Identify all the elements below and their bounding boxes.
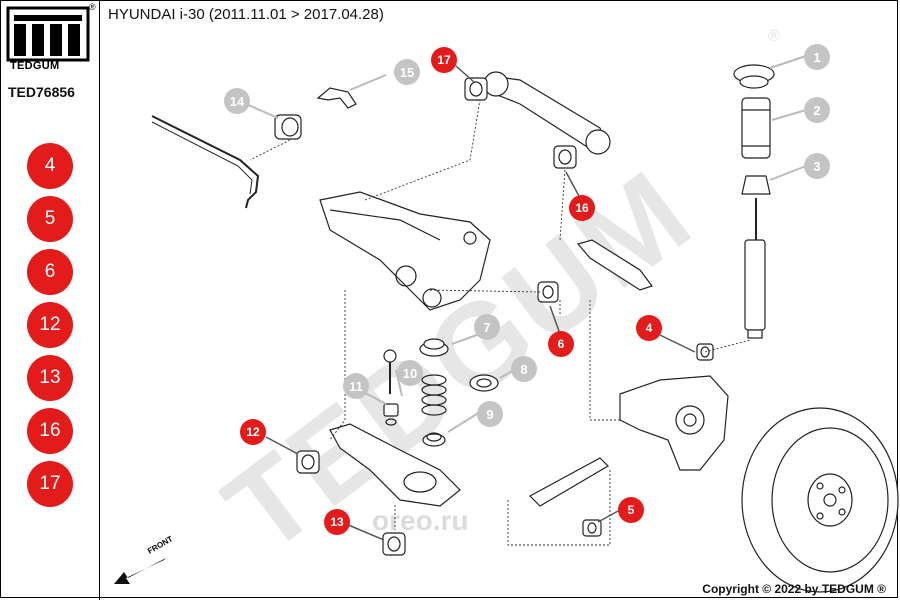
sidebar-badge-13[interactable]: 13 bbox=[27, 355, 73, 401]
bushing-part-5 bbox=[582, 519, 602, 537]
top-mount-part-1 bbox=[733, 64, 775, 89]
sidebar-badge-17[interactable]: 17 bbox=[27, 461, 73, 507]
sidebar-badge-12[interactable]: 12 bbox=[27, 302, 73, 348]
registered-mark: ® bbox=[89, 2, 96, 12]
sidebar-badge-5[interactable]: 5 bbox=[27, 196, 73, 242]
callout-4[interactable]: 4 bbox=[636, 315, 662, 341]
bushing-part-6 bbox=[537, 281, 559, 303]
bearing-part-8 bbox=[469, 374, 499, 392]
callout-17[interactable]: 17 bbox=[431, 47, 457, 73]
shock-absorber bbox=[744, 198, 766, 339]
callout-3[interactable]: 3 bbox=[804, 153, 830, 179]
sidebar-badge-4[interactable]: 4 bbox=[27, 143, 73, 189]
wheel-drum bbox=[741, 407, 899, 593]
sidebar: ® TEDGUM TED76856 4 5 6 12 13 16 17 bbox=[0, 0, 100, 600]
callout-5[interactable]: 5 bbox=[618, 497, 644, 523]
coil-spring-part-10 bbox=[421, 374, 447, 416]
page-title: HYUNDAI i-30 (2011.11.01 > 2017.04.28) bbox=[108, 6, 384, 23]
bushing-part-12 bbox=[296, 450, 320, 474]
callout-15[interactable]: 15 bbox=[394, 59, 420, 85]
callout-10[interactable]: 10 bbox=[397, 360, 423, 386]
sidebar-badge-16[interactable]: 16 bbox=[27, 408, 73, 454]
clamp-part-15 bbox=[316, 87, 357, 109]
sidebar-badge-6[interactable]: 6 bbox=[27, 249, 73, 295]
upper-control-arm bbox=[483, 71, 611, 155]
callout-13[interactable]: 13 bbox=[324, 509, 350, 535]
copyright-notice: Copyright © 2022 by TEDGUM ® bbox=[702, 582, 886, 596]
bushing-part-13 bbox=[382, 532, 406, 556]
stabilizer-link-part-11 bbox=[383, 349, 399, 426]
callout-11[interactable]: 11 bbox=[343, 373, 369, 399]
rear-knuckle bbox=[619, 375, 729, 471]
callout-9[interactable]: 9 bbox=[477, 401, 503, 427]
lower-control-arm bbox=[329, 423, 461, 507]
callout-1[interactable]: 1 bbox=[804, 44, 830, 70]
trailing-arm bbox=[529, 457, 609, 507]
watermark-registered-mark: ® bbox=[768, 28, 780, 45]
spring-seat-part-9 bbox=[422, 432, 446, 447]
spring-seat-part-7 bbox=[419, 338, 449, 357]
stabilizer-bar bbox=[151, 115, 260, 209]
toe-link bbox=[576, 239, 653, 291]
callout-8[interactable]: 8 bbox=[511, 356, 537, 382]
bushing-part-17 bbox=[464, 77, 488, 101]
brand-name: TEDGUM bbox=[10, 60, 60, 72]
callout-7[interactable]: 7 bbox=[474, 314, 500, 340]
site-watermark: oreo.ru bbox=[372, 505, 469, 536]
callout-14[interactable]: 14 bbox=[224, 88, 250, 114]
callout-2[interactable]: 2 bbox=[804, 97, 830, 123]
bump-stop-part-3 bbox=[741, 175, 771, 195]
tedgum-logo bbox=[6, 6, 90, 62]
front-arrow-icon bbox=[114, 558, 166, 584]
bushing-part-16 bbox=[553, 145, 577, 169]
rear-subframe bbox=[319, 191, 491, 311]
part-number: TED76856 bbox=[8, 84, 75, 100]
stabilizer-bushing-part-14 bbox=[274, 114, 302, 140]
callout-6[interactable]: 6 bbox=[548, 331, 574, 357]
callout-12[interactable]: 12 bbox=[240, 419, 266, 445]
suspension-exploded-diagram bbox=[114, 55, 899, 593]
dust-boot-part-2 bbox=[741, 97, 771, 159]
callout-16[interactable]: 16 bbox=[569, 195, 595, 221]
